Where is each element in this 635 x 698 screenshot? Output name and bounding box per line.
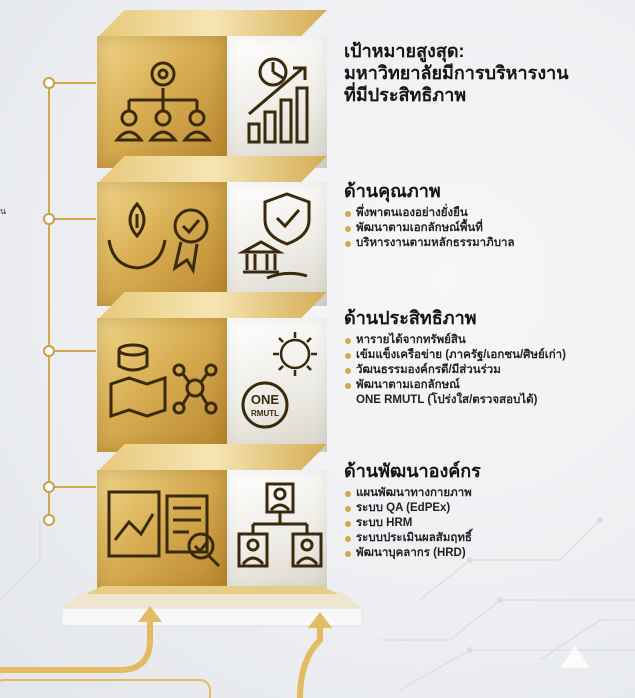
list-item: ระบบ QA (EdPEx)	[344, 501, 632, 516]
upward-arrows	[0, 606, 332, 698]
list-item: พัฒนาตามเอกลักษณ์พื้นที่	[344, 221, 632, 236]
blueprint-checklist-icon	[107, 490, 221, 568]
list-item-continued: ONE RMUTL (โปร่งใส/ตรวจสอบได้)	[356, 394, 538, 406]
org-development-text-block: ด้านพัฒนาองค์กร แผนพัฒนาทางกายภาพ ระบบ Q…	[344, 460, 632, 561]
timeline-line	[48, 82, 50, 518]
growth-chart-icon	[247, 57, 309, 144]
list-item: เข้มแข็งเครือข่าย (ภาครัฐ/เอกชน/ศิษย์เก่…	[344, 348, 632, 363]
goal-line1: มหาวิทยาลัยมีการบริหารงาน	[344, 63, 569, 83]
goal-cube	[97, 10, 327, 170]
efficiency-cube: ONE RMUTL	[97, 292, 327, 452]
section-title-org-development: ด้านพัฒนาองค์กร	[344, 461, 481, 481]
timeline-node	[43, 481, 55, 493]
quality-cube	[97, 156, 327, 306]
list-item: พัฒนาบุคลากร (HRD)	[344, 546, 632, 561]
badge-line1: ONE	[251, 392, 280, 407]
goal-heading: เป้าหมายสูงสุด:	[344, 41, 465, 61]
network-sun-icon	[273, 332, 317, 376]
quality-text-block: ด้านคุณภาพ พึ่งพาตนเองอย่างยั่งยืน พัฒนา…	[344, 180, 632, 251]
org-development-cube	[97, 444, 327, 594]
goal-line2: ที่มีประสิทธิภาพ	[344, 85, 467, 105]
timeline-connector	[48, 486, 96, 488]
list-item: แผนพัฒนาทางกายภาพ	[344, 486, 632, 501]
list-item: พัฒนาตามเอกลักษณ์	[344, 378, 632, 393]
org-gear-icon	[113, 61, 213, 142]
timeline-connector	[48, 82, 96, 84]
org-chart-people-icon	[237, 482, 323, 568]
list-item: พึ่งพาตนเองอย่างยั่งยืน	[344, 206, 632, 221]
goal-text-block: เป้าหมายสูงสุด: มหาวิทยาลัยมีการบริหารงา…	[344, 40, 632, 106]
list-item: วัฒนธรรมองค์กรดี/มีส่วนร่วม	[344, 363, 632, 378]
one-rmutl-badge: ONE RMUTL	[241, 381, 289, 429]
list-item: ระบบ HRM	[344, 516, 632, 531]
list-item: หารายได้จากทรัพย์สิน	[344, 333, 632, 348]
timeline-node	[43, 213, 55, 225]
badge-line2: RMUTL	[251, 409, 279, 418]
timeline-node	[43, 77, 55, 89]
list-item: ระบบประเมินผลสัมฤทธิ์	[344, 531, 632, 546]
list-item: บริหารงานตามหลักธรรมาภิบาล	[344, 236, 632, 251]
timeline-node	[43, 345, 55, 357]
efficiency-text-block: ด้านประสิทธิภาพ หารายได้จากทรัพย์สิน เข้…	[344, 307, 632, 408]
timeline-node	[43, 514, 55, 526]
base-platform	[62, 586, 362, 627]
logo-mark-icon	[560, 646, 590, 668]
cropped-side-text: น	[0, 206, 7, 216]
shield-bank-hand-icon	[237, 192, 311, 280]
section-title-quality: ด้านคุณภาพ	[344, 181, 441, 201]
money-hands-award-icon	[107, 201, 209, 275]
section-title-efficiency: ด้านประสิทธิภาพ	[344, 308, 477, 328]
timeline-connector	[48, 350, 96, 352]
timeline-connector	[48, 218, 96, 220]
coins-map-network-icon	[109, 343, 218, 419]
